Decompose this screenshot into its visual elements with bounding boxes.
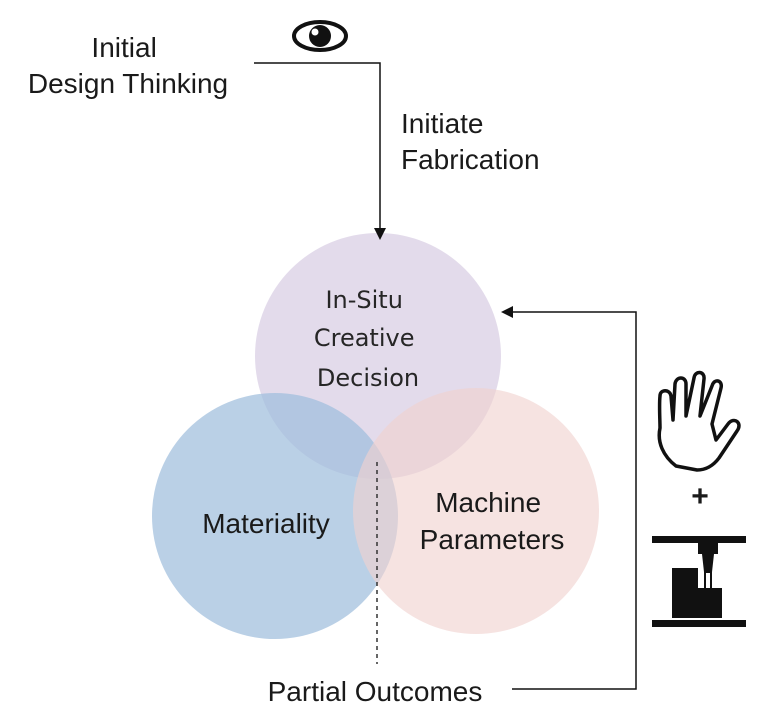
initiate-fabrication-label: Initiate Fabrication — [401, 108, 540, 175]
materiality-label: Materiality — [202, 508, 330, 539]
feedback-loop-arrow — [501, 306, 637, 690]
spindle-head — [698, 543, 718, 554]
machine-parameters-label: Machine Parameters — [420, 487, 565, 555]
drill-bit — [704, 571, 712, 590]
initial-design-thinking-label: Initial Design Thinking — [28, 32, 228, 99]
partial-outcomes-label: Partial Outcomes — [268, 676, 483, 707]
venn-diagram — [152, 233, 599, 639]
initiate-fabrication-arrow — [254, 62, 386, 240]
machine-parameters-circle — [353, 388, 599, 634]
workpiece — [672, 568, 722, 618]
materiality-circle — [152, 393, 398, 639]
cnc-mill-icon — [652, 536, 746, 627]
in-situ-creative-decision-label: In-Situ Creative Decision — [314, 286, 422, 392]
hand-icon — [657, 370, 741, 472]
gantry-bar — [652, 536, 746, 543]
plus-sign: + — [691, 480, 709, 513]
spindle-body — [702, 554, 714, 572]
eye-icon — [292, 20, 348, 52]
machine-bed — [652, 620, 746, 627]
